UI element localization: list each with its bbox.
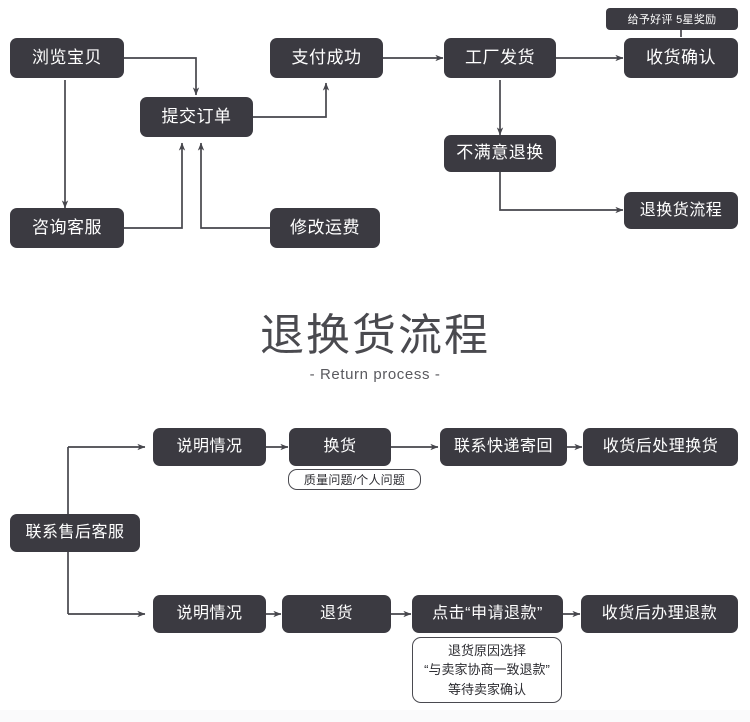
node-contact-aftersale-service[interactable]: 联系售后客服 — [10, 514, 140, 552]
wire-browse-to-submit — [124, 57, 200, 96]
node-modify-shipping-fee[interactable]: 修改运费 — [270, 208, 380, 248]
node-handle-exchange-after-receipt[interactable]: 收货后处理换货 — [583, 428, 738, 466]
node-explain-situation-exchange[interactable]: 说明情况 — [153, 428, 266, 466]
node-payment-success[interactable]: 支付成功 — [270, 38, 383, 78]
node-contact-courier-send-back[interactable]: 联系快递寄回 — [440, 428, 567, 466]
badge-five-star-praise-reward: 给予好评 5星奖励 — [606, 8, 738, 30]
wire-consult-to-submit — [124, 142, 186, 229]
node-unsatisfied-return[interactable]: 不满意退换 — [444, 135, 556, 172]
node-exchange-goods[interactable]: 换货 — [289, 428, 391, 466]
note-line-2: “与卖家协商一致退款” — [424, 662, 550, 678]
section-title-block: 退换货流程 - Return process - — [0, 311, 750, 384]
wire-modifyfee-to-submit — [197, 142, 270, 229]
node-click-apply-refund[interactable]: 点击“申请退款” — [412, 595, 563, 633]
wire-submit-to-pay — [253, 82, 330, 118]
note-line-1: 退货原因选择 — [447, 642, 526, 658]
node-return-goods[interactable]: 退货 — [282, 595, 391, 633]
node-factory-shipment[interactable]: 工厂发货 — [444, 38, 556, 78]
note-refund-reason-instructions: 退货原因选择 “与卖家协商一致退款” 等待卖家确认 — [412, 637, 562, 703]
node-handle-refund-after-receipt[interactable]: 收货后办理退款 — [581, 595, 738, 633]
node-browse-treasure[interactable]: 浏览宝贝 — [10, 38, 124, 78]
note-line-3: 等待卖家确认 — [447, 681, 526, 697]
node-return-exchange-process[interactable]: 退换货流程 — [624, 192, 738, 229]
page-subtitle: - Return process - — [309, 366, 441, 384]
node-explain-situation-refund[interactable]: 说明情况 — [153, 595, 266, 633]
node-submit-order[interactable]: 提交订单 — [140, 97, 253, 137]
node-confirm-receipt[interactable]: 收货确认 — [624, 38, 738, 78]
footer-strip — [0, 710, 750, 722]
node-consult-service[interactable]: 咨询客服 — [10, 208, 124, 248]
wire-unsatisfied-to-returnflow — [499, 170, 624, 214]
page-title: 退换货流程 — [260, 311, 490, 360]
note-quality-or-personal-issue: 质量问题/个人问题 — [288, 469, 421, 490]
